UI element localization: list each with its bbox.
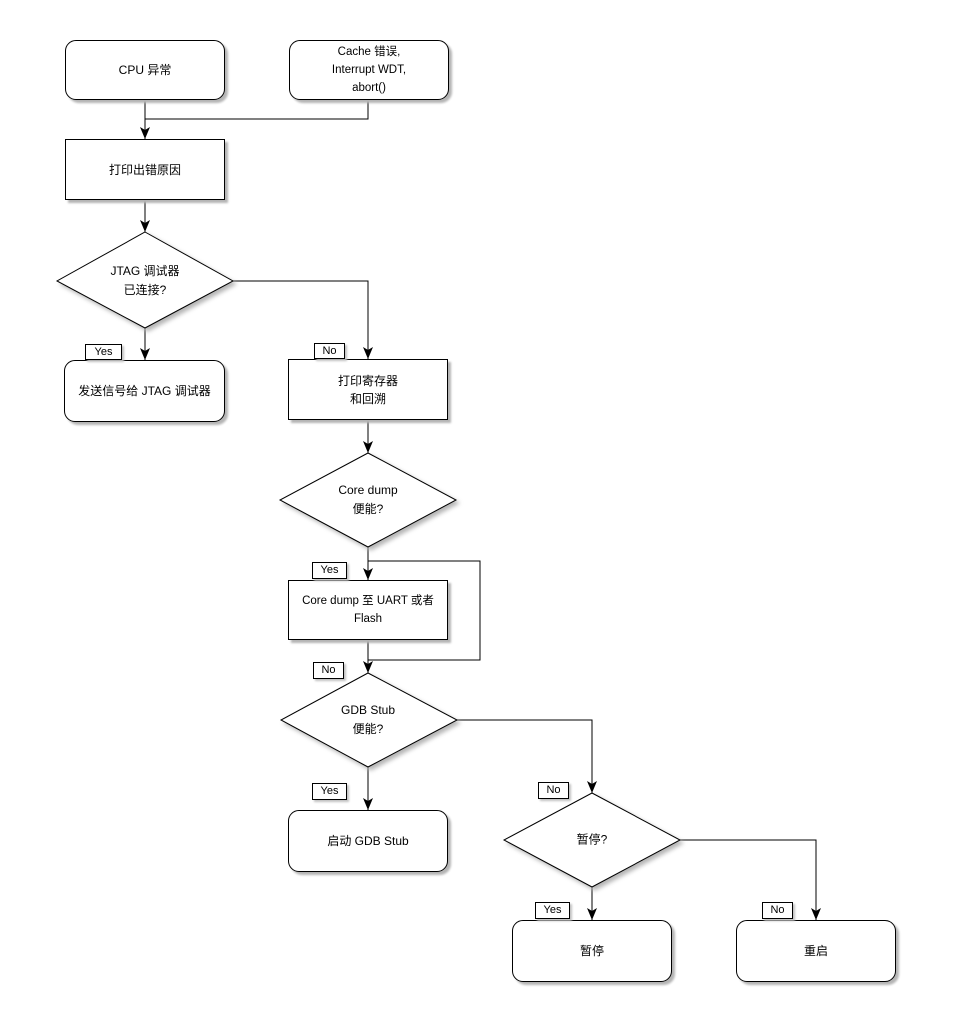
node-print-registers-line1: 打印寄存器 <box>337 373 398 388</box>
edge-label-text: No <box>546 784 561 796</box>
edge-cache-to-printerror <box>145 100 369 120</box>
edge-label-text: Yes <box>543 904 562 916</box>
arrowhead <box>140 127 150 139</box>
node-core-dump-to-uart-flash-label: Core dump 至 UART 或者 Flash <box>302 595 434 625</box>
edge-label-text: No <box>770 904 785 916</box>
node-cache-error-line3: abort() <box>352 82 386 94</box>
arrowhead <box>140 348 150 360</box>
node-reboot: 重启 <box>736 920 896 982</box>
node-cpu-exception: CPU 异常 <box>65 40 225 100</box>
arrowhead <box>363 798 373 810</box>
edge-label-text: No <box>322 344 337 357</box>
arrowhead <box>363 661 373 673</box>
edge-label-haltq-yes: Yes <box>535 902 570 919</box>
arrowhead <box>811 908 821 920</box>
edge-label-jtag-no: No <box>314 343 345 359</box>
arrowhead <box>587 908 597 920</box>
decision-halt-question-shape <box>502 792 682 888</box>
node-print-registers-backtrace: 打印寄存器 和回溯 <box>288 359 448 420</box>
edge-jtag-no-to-printregs <box>233 280 369 359</box>
node-halt: 暂停 <box>512 920 672 982</box>
edge-label-jtag-yes: Yes <box>85 344 122 360</box>
node-start-gdb-stub: 启动 GDB Stub <box>288 810 448 872</box>
node-send-signal-to-jtag: 发送信号给 JTAG 调试器 <box>64 360 225 422</box>
edge-label-gdbstub-yes: Yes <box>312 783 347 800</box>
edge-gdbstub-no-to-haltq <box>457 719 593 793</box>
node-start-gdb-stub-label: 启动 GDB Stub <box>327 834 409 848</box>
edge-label-gdbstub-no: No <box>538 782 569 799</box>
edge-label-haltq-no: No <box>762 902 793 919</box>
edge-label-text: Yes <box>320 785 339 797</box>
decision-jtag-connected-shape <box>55 231 235 329</box>
node-cpu-exception-label: CPU 异常 <box>118 63 172 77</box>
edge-label-coredump-yes: Yes <box>312 562 347 579</box>
arrowhead <box>140 220 150 232</box>
node-print-error-reason-label: 打印出错原因 <box>108 162 181 177</box>
arrowhead <box>363 568 373 580</box>
edge-label-text: Yes <box>94 345 113 358</box>
edge-label-text: Yes <box>320 564 339 576</box>
node-send-signal-to-jtag-label: 发送信号给 JTAG 调试器 <box>78 384 211 398</box>
edge-label-text: No <box>321 664 336 676</box>
node-cache-error-line1: Cache 错误, <box>337 46 401 58</box>
node-print-error-reason: 打印出错原因 <box>65 139 225 200</box>
edge-label-coredump-no: No <box>313 662 344 679</box>
node-cache-error-line2: Interrupt WDT, <box>331 64 407 76</box>
node-halt-label: 暂停 <box>579 944 604 958</box>
node-reboot-label: 重启 <box>803 944 828 958</box>
node-core-dump-to-uart-flash: Core dump 至 UART 或者 Flash <box>288 580 448 640</box>
arrowhead <box>363 347 373 359</box>
node-print-registers-line2: 和回溯 <box>349 391 386 406</box>
decision-core-dump-enabled-shape <box>278 452 458 548</box>
node-cache-error: Cache 错误, Interrupt WDT, abort() <box>289 40 449 100</box>
edge-haltq-no-to-reboot <box>680 839 817 920</box>
decision-gdb-stub-enabled-shape <box>279 672 459 768</box>
arrowhead <box>363 441 373 453</box>
edge-coredump-no-bypass <box>368 560 481 661</box>
arrowhead <box>587 781 597 793</box>
